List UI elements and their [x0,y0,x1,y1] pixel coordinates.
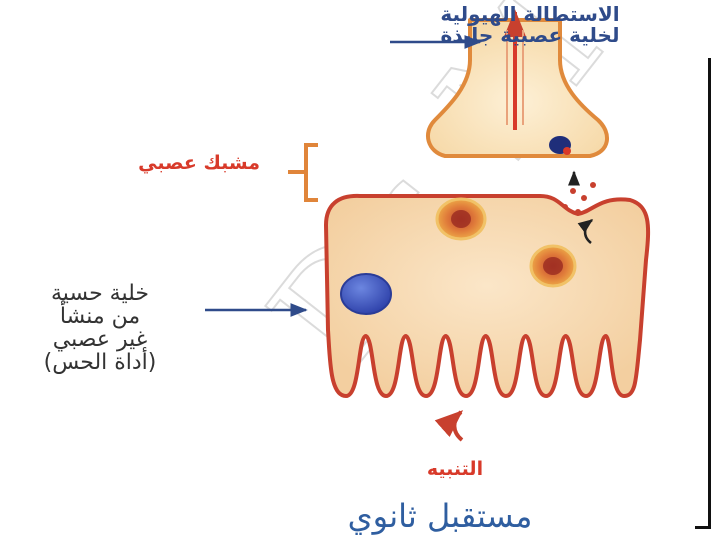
axon-label-line2: لخلية عصبية جابذة [380,25,680,46]
presynaptic-axon-label: الاستطالة الهيولية لخلية عصبية جابذة [380,4,680,46]
axon-label-line1: الاستطالة الهيولية [380,4,680,25]
cell-label-line4: (أداة الحس) [0,351,200,374]
synapse-label: مشبك عصبي [60,154,260,174]
sensory-cell [326,196,648,396]
cell-nucleus [341,274,391,314]
sensory-cell-label: خلية حسية من منشأ غير عصبي (أداة الحس) [0,282,200,374]
cell-label-line1: خلية حسية [0,282,200,305]
cell-label-line2: من منشأ [0,305,200,328]
stimulus-label: التنبيه [380,460,530,480]
frame-right-edge [708,58,711,528]
synapse-bracket [288,145,318,200]
diagram-caption: مستقبل ثانوي [250,500,630,534]
cell-label-line3: غير عصبي [0,328,200,351]
frame-bottom-edge [695,526,711,529]
stimulus-arrow [454,412,462,440]
